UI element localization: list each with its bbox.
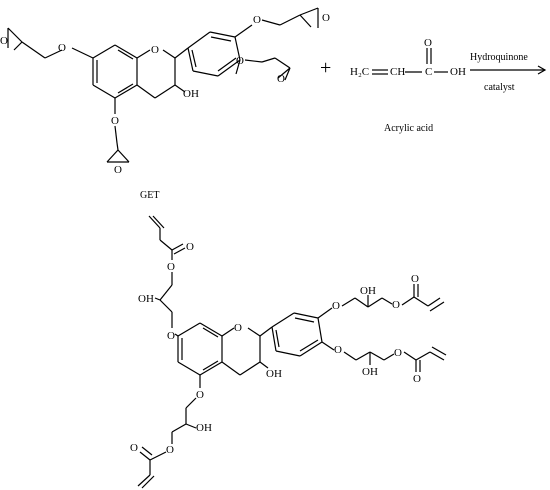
chain-hydroxyl-label: OH xyxy=(362,366,378,378)
chain-hydroxyl-label: OH xyxy=(138,293,154,305)
c3-hydroxyl-label: OH xyxy=(266,368,282,380)
product-molecule xyxy=(137,215,447,489)
a7-oxygen-label: O xyxy=(167,330,175,342)
ring-oxygen-label: O xyxy=(234,322,242,334)
epoxide-oxygen-label: O xyxy=(0,35,8,47)
epoxide-oxygen-label: O xyxy=(114,164,122,176)
plus-sign: + xyxy=(320,57,331,79)
a5-oxygen-label: O xyxy=(111,115,119,127)
chain-hydroxyl-label: OH xyxy=(360,285,376,297)
acid-carbon-label: C xyxy=(425,66,432,78)
para-oxygen-label: O xyxy=(253,14,261,26)
carbonyl-oxygen-label: O xyxy=(130,442,138,454)
ring-oxygen-label: O xyxy=(151,44,159,56)
reaction-arrow xyxy=(470,65,547,75)
chain-hydroxyl-label: OH xyxy=(196,422,212,434)
acid-hydroxyl-label: OH xyxy=(450,66,466,78)
catalyst-reagent-label: Hydroquinone xyxy=(470,52,528,63)
ester-oxygen-label: O xyxy=(167,261,175,273)
carbonyl-oxygen-label: O xyxy=(413,373,421,385)
meta-oxygen-label: O xyxy=(236,55,244,67)
para-oxygen-label: O xyxy=(332,300,340,312)
meta-oxygen-label: O xyxy=(334,344,342,356)
carbonyl-oxygen-label: O xyxy=(186,241,194,253)
a7-oxygen-label: O xyxy=(58,42,66,54)
catalyst-label: catalyst xyxy=(484,82,515,93)
acid-h2c-label: H₂C xyxy=(350,66,369,78)
ester-oxygen-label: O xyxy=(166,444,174,456)
acrylic-acid-molecule: H₂C CH C O OH xyxy=(350,37,466,78)
carbonyl-oxygen-label: O xyxy=(411,273,419,285)
ester-oxygen-label: O xyxy=(392,299,400,311)
c3-hydroxyl-label: OH xyxy=(183,88,199,100)
get-label: GET xyxy=(140,190,159,201)
a5-oxygen-label: O xyxy=(196,389,204,401)
epoxide-oxygen-label: O xyxy=(322,12,330,24)
acid-ch-label: CH xyxy=(390,66,405,78)
product-atom-labels: O OH O OH O O O OH O O O OH O O O OH O O xyxy=(130,241,421,456)
acrylic-acid-label: Acrylic acid xyxy=(384,123,433,134)
carbonyl-oxygen-label: O xyxy=(424,37,432,49)
get-molecule xyxy=(7,7,319,163)
get-atom-labels: O OH O O O O O O O O xyxy=(0,12,330,176)
ester-oxygen-label: O xyxy=(394,347,402,359)
epoxide-oxygen-label: O xyxy=(277,73,285,85)
